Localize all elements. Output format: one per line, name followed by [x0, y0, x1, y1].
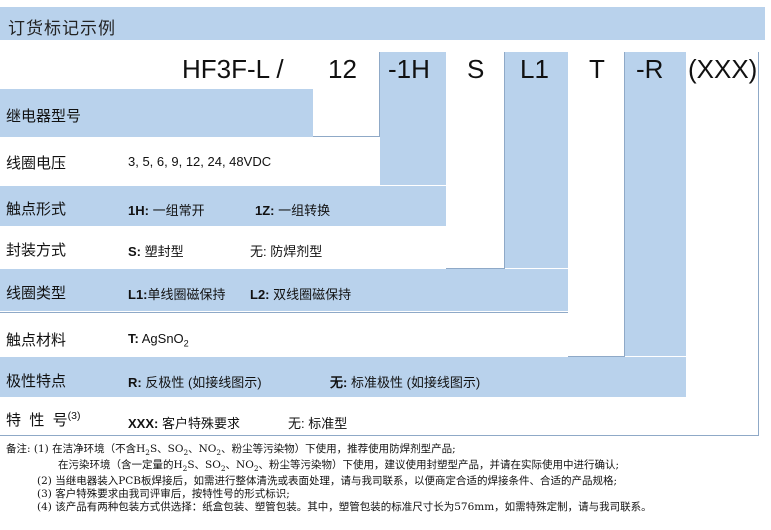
col-contact	[380, 52, 446, 185]
row-value-contact-1: 1H: 一组常开	[128, 200, 205, 219]
option-key: 无:	[250, 244, 267, 259]
row-value-coil-1: L1:单线圈磁保持	[128, 284, 226, 303]
code-voltage: 12	[328, 54, 357, 84]
note-line: 在污染环境（含一定量的H2S、SO2、NO2、粉尘等污染物）下使用，建议使用封塑…	[58, 459, 620, 474]
option-key: 无:	[288, 416, 305, 431]
option-value: AgSnO	[141, 331, 184, 346]
option-value: 反极性 (如接线图示)	[145, 375, 262, 390]
title-bar	[0, 7, 765, 40]
page-title: 订货标记示例	[8, 19, 116, 38]
option-key: 无:	[330, 375, 348, 390]
option-key: 1Z:	[255, 203, 275, 218]
option-value: 塑封型	[144, 244, 184, 259]
row-band-polarity	[0, 357, 686, 397]
row-value-special-1: XXX: 客户特殊要求	[128, 413, 240, 432]
option-value: 一组常开	[152, 203, 205, 218]
row-label-special: 特 性 号(3)	[6, 409, 81, 430]
code-sealing: S	[467, 54, 485, 84]
row-label-contact: 触点形式	[6, 201, 67, 218]
option-value: 标准型	[308, 416, 348, 431]
option-key: R:	[128, 375, 142, 390]
code-coil: L1	[520, 54, 549, 84]
row-value-sealing-1: S: 塑封型	[128, 241, 184, 260]
note-line: (2) 当继电器装入PCB板焊接后，如需进行整体清洗或表面处理，请与我司联系，以…	[37, 475, 618, 488]
notes: 备注: (1) 在洁净环境（不含H2S、SO2、NO2、粉尘等污染物）下使用，推…	[6, 443, 652, 514]
row-label-coil: 线圈类型	[6, 285, 67, 302]
subscript: 2	[183, 338, 189, 349]
row-value-sealing-2: 无: 防焊剂型	[250, 241, 322, 260]
option-key: 1H:	[128, 203, 149, 218]
option-key: L1:	[128, 287, 148, 302]
code-contact: -1H	[388, 54, 430, 84]
note-line: (4) 该产品有两种包装方式供选择：纸盒包装、塑管包装。其中，塑管包装的标准尺寸…	[37, 501, 652, 514]
option-key: T:	[128, 331, 139, 346]
row-value-coil-2: L2: 双线圈磁保持	[250, 284, 351, 303]
option-value: 客户特殊要求	[161, 416, 240, 431]
option-value: 一组转换	[278, 203, 331, 218]
row-value-contact-2: 1Z: 一组转换	[255, 200, 330, 219]
row-band-model	[0, 89, 313, 137]
separator	[0, 435, 759, 436]
row-value-voltage: 3, 5, 6, 9, 12, 24, 48VDC	[128, 154, 272, 169]
col-coil	[505, 52, 568, 268]
footnote-marker: (3)	[67, 410, 81, 422]
option-key: XXX:	[128, 416, 159, 431]
code-material: T	[589, 54, 605, 84]
row-label-polarity: 极性特点	[6, 373, 67, 390]
code-polarity: -R	[636, 54, 664, 84]
option-key: L2:	[250, 287, 270, 302]
row-label-text: 特 性 号	[6, 412, 68, 429]
row-label-voltage: 线圈电压	[6, 155, 67, 172]
row-band-contact	[0, 186, 446, 226]
option-value: 双线圈磁保持	[273, 287, 352, 302]
row-value-special-2: 无: 标准型	[288, 413, 347, 432]
row-value-polarity-1: R: 反极性 (如接线图示)	[128, 372, 262, 391]
col-sealing-outline	[446, 52, 505, 269]
col-material-outline	[568, 52, 625, 357]
code-prefix: HF3F-L /	[182, 54, 284, 84]
col-polarity	[625, 52, 686, 356]
option-value: 标准极性 (如接线图示)	[350, 375, 481, 390]
separator	[0, 312, 568, 313]
col-voltage-outline	[313, 52, 380, 137]
note-line: (3) 客户特殊要求由我司评审后，按特性号的形式标识;	[37, 488, 290, 501]
row-label-sealing: 封装方式	[6, 242, 67, 259]
row-value-material: T: AgSnO2	[128, 331, 189, 349]
row-label-model: 继电器型号	[6, 108, 82, 125]
row-label-material: 触点材料	[6, 332, 67, 349]
option-value: 单线圈磁保持	[147, 287, 226, 302]
note-line: 备注: (1) 在洁净环境（不含H2S、SO2、NO2、粉尘等污染物）下使用，推…	[6, 443, 456, 458]
row-value-polarity-2: 无: 标准极性 (如接线图示)	[330, 372, 480, 391]
option-value: 防焊剂型	[270, 244, 323, 259]
code-special: (XXX)	[688, 54, 758, 84]
col-special-outline	[686, 52, 759, 436]
option-key: S:	[128, 244, 141, 259]
row-band-coil	[0, 269, 568, 311]
